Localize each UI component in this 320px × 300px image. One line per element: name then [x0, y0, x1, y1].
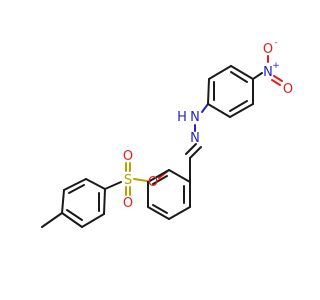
atom-o-phenyl: O — [148, 175, 158, 190]
atom-n-imine: N — [190, 131, 200, 146]
ring-nitro-bond — [252, 72, 263, 80]
molecule-structure: O S O O N N H N + O - O — [41, 38, 293, 228]
nitro-o-right-b — [271, 79, 281, 86]
ch-n-double-b — [185, 143, 197, 155]
atom-s-sulfonyl: S — [124, 173, 132, 188]
s-tolyl-bond — [104, 181, 122, 190]
nitro-o-right-a — [273, 75, 283, 82]
atom-o-nitro-right: O — [283, 82, 293, 97]
atom-h-amine: H — [177, 110, 187, 125]
atom-n-nitro: N — [263, 65, 273, 80]
atom-o-sulfonyl-a: O — [123, 149, 133, 164]
methyl-bond — [41, 212, 63, 228]
central-ring — [147, 169, 191, 220]
tolyl-ring — [61, 178, 106, 228]
atom-o-sulfonyl-b: O — [123, 196, 133, 211]
charge-o-nitro-top: - — [274, 38, 277, 48]
charge-n-nitro: + — [272, 61, 280, 71]
nitrophenyl-ring — [207, 65, 254, 118]
atom-n-amine: N — [190, 110, 200, 125]
s-o-bond — [133, 178, 148, 182]
ch-n-double-a — [189, 146, 202, 159]
nh-ring-bond — [201, 103, 209, 113]
atom-o-nitro-top: O — [263, 42, 273, 57]
